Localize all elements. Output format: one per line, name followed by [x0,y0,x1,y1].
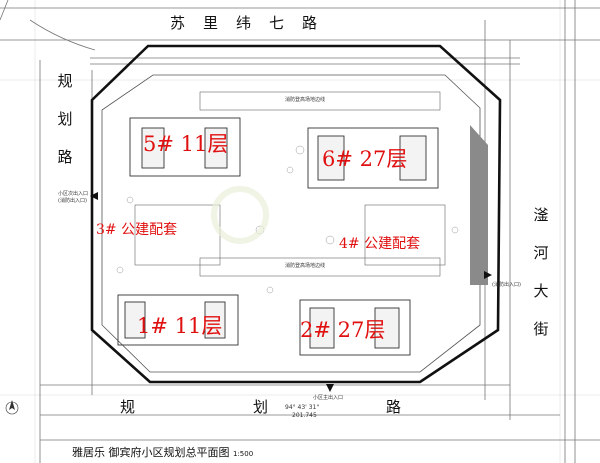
top-road-lines [0,7,600,65]
entrance-left-sub: (消防出入口) [58,198,87,204]
entrance-left-label: 小区次出入口 [58,191,89,197]
building-3-label: 3# 公建配套 [96,222,178,238]
entrance-right-label: (消防出入口) [492,282,521,288]
road-label-top: 苏里纬七路 [170,14,336,32]
inner-boundary [101,74,481,373]
plan-scale: 1:500 [233,450,254,458]
building-2-label: 2# 27层 [300,318,386,342]
right-grey-strip [470,125,488,285]
building-5-label: 5# 11层 [143,132,229,156]
fire-lane-top-label: 消防登高场地边线 [285,97,326,103]
site-boundary [90,44,502,384]
building-6-outline [307,127,439,189]
plan-title: 雅居乐 御宾府小区规划总平面图 1:500 [72,444,253,460]
building-5-outline [129,117,241,177]
entrance-arrow-right [484,271,492,279]
distance-label: 201.745 [292,412,317,419]
building-2-outline [299,299,411,356]
building-1-outline [117,294,239,346]
building-1-label: 1# 11层 [137,314,223,338]
building-4-label: 4# 公建配套 [339,236,421,252]
watermark-mark [211,186,269,244]
angle-label: 94° 43' 31" [285,404,320,411]
building-6-label: 6# 27层 [322,147,408,171]
entrance-arrow-left [90,192,98,200]
road-label-bottom: 规划路 [120,398,520,416]
entrance-bottom-label: 小区主出入口 [313,395,344,401]
entrance-arrow-bottom [326,384,334,392]
road-label-right: 滏河大街 [533,206,549,338]
fire-lane-mid-label: 消防登高场地边线 [285,263,326,269]
north-arrow-icon [5,400,19,415]
bottom-road-lines [40,384,600,441]
road-label-left: 规划路 [57,72,73,166]
plan-title-text: 雅居乐 御宾府小区规划总平面图 [72,446,230,459]
left-road-lines [0,0,96,463]
